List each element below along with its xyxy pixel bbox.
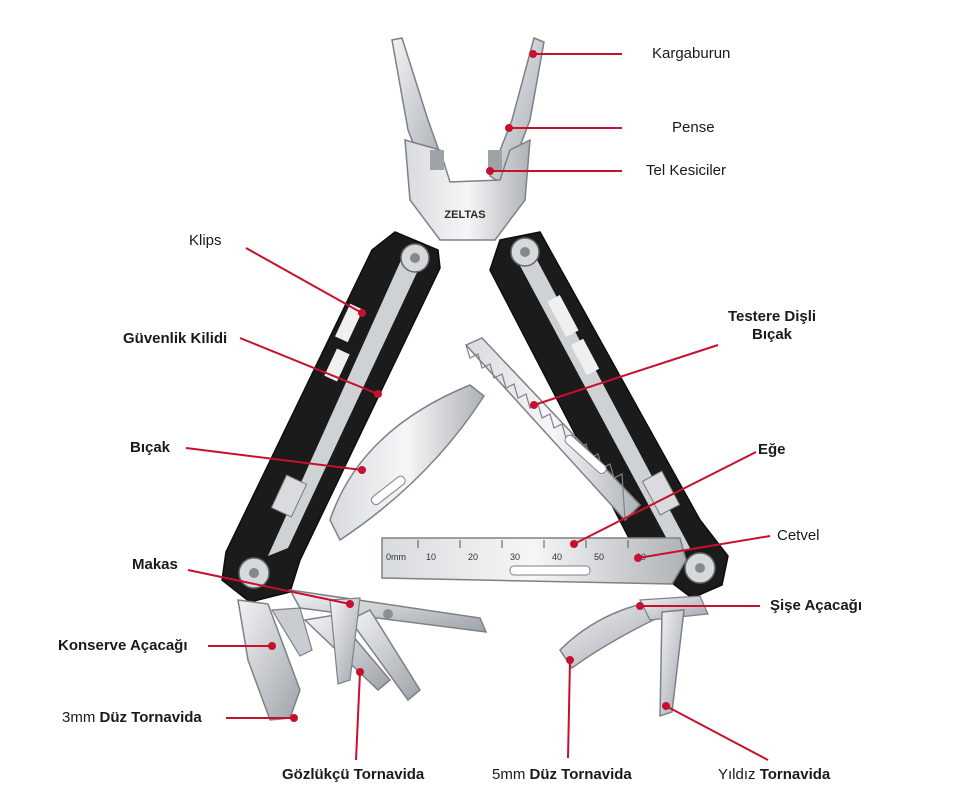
- label-testere-line1: Testere Dişli: [727, 308, 817, 325]
- label-ege: Eğe: [758, 441, 786, 458]
- serrated-blade: [464, 337, 642, 522]
- knife-blade: [329, 384, 485, 542]
- label-gozlukcu-tornavida: Gözlükçü Tornavida: [282, 766, 425, 783]
- leader-lines: [185, 50, 771, 761]
- label-3mm-duz-tornavida: 3mm Düz Tornavida: [62, 709, 202, 726]
- ruler-tick-label: 30: [510, 552, 520, 562]
- label-5mm-duz-tornavida: 5mm Düz Tornavida: [492, 766, 632, 783]
- label-konserve-acacagi: Konserve Açacağı: [58, 637, 188, 654]
- label-sise-acacagi: Şişe Açacağı: [770, 597, 862, 614]
- left-handle: [221, 231, 441, 603]
- ruler-tick-label: 10: [426, 552, 436, 562]
- ruler-tick-label: 40: [552, 552, 562, 562]
- label-testere-disli-bicak: Testere Dişli Bıçak: [712, 308, 832, 344]
- label-guvenlik-kilidi: Güvenlik Kilidi: [123, 330, 228, 347]
- label-pense: Pense: [672, 119, 715, 136]
- label-testere-line2: Bıçak: [751, 326, 793, 343]
- ruler-tick-label: 50: [594, 552, 604, 562]
- lower-right-tools: [559, 595, 709, 718]
- pliers-jaws: ZELTAS: [391, 36, 545, 241]
- scissors: [288, 589, 488, 702]
- label-tel-kesiciler: Tel Kesiciler: [646, 162, 727, 179]
- label-yildiz-tornavida: Yıldız Tornavida: [718, 766, 831, 783]
- right-handle: [489, 231, 729, 599]
- lower-left-tools: [237, 597, 392, 721]
- ruler-file: 0mm 102030405060: [381, 537, 687, 585]
- label-cetvel: Cetvel: [777, 527, 820, 544]
- label-bicak: Bıçak: [130, 439, 171, 456]
- tool-illustration: ZELTAS: [221, 36, 729, 721]
- label-makas: Makas: [132, 556, 178, 573]
- label-kargaburun: Kargaburun: [652, 45, 731, 62]
- ruler-unit-label: 0mm: [386, 552, 406, 562]
- ruler-tick-label: 20: [468, 552, 478, 562]
- label-klips: Klips: [189, 232, 222, 249]
- brand-logo: ZELTAS: [444, 209, 485, 221]
